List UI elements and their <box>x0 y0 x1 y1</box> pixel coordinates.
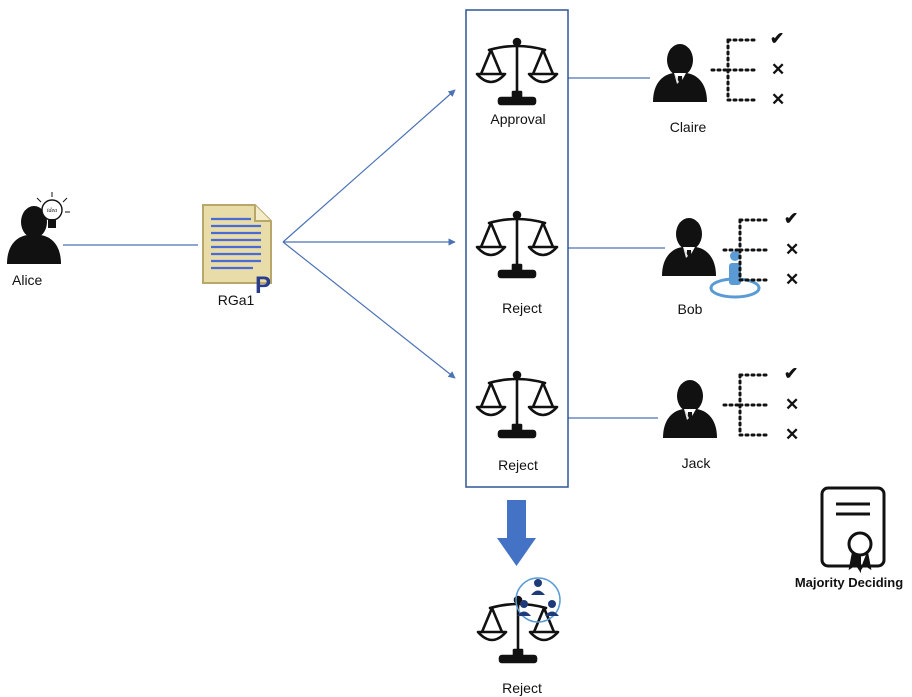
claire-cross-mark-1: ✕ <box>771 60 786 79</box>
jack-cross-mark-1: ✕ <box>785 395 800 414</box>
bob-cross-mark-1: ✕ <box>785 240 800 259</box>
document-icon: P <box>202 204 272 299</box>
bob-check-mark: ✔ <box>784 209 799 228</box>
bob-label: Bob <box>677 301 703 317</box>
document-label: RGa1 <box>217 292 255 308</box>
result-scale-icon <box>476 595 560 664</box>
claire-person-icon <box>653 44 707 102</box>
verdict-box <box>465 9 569 488</box>
claire-label: Claire <box>669 119 707 135</box>
claire-checklist <box>710 38 758 102</box>
connector-lines <box>63 77 665 419</box>
result-verdict-label: Reject <box>502 680 542 696</box>
group-icon <box>515 577 561 623</box>
jack-checklist <box>722 373 770 437</box>
bob-cross-mark-2: ✕ <box>785 270 800 289</box>
certificate-label: Majority Deciding <box>794 575 904 590</box>
document-to-approval-arrow <box>282 89 456 243</box>
approval-scale-icon <box>475 37 559 106</box>
jack-cross-mark-2: ✕ <box>785 425 800 444</box>
certificate-icon <box>820 486 886 574</box>
jack-person-icon <box>663 380 717 438</box>
alice-label: Alice <box>12 272 43 288</box>
document-badge: P <box>255 272 271 299</box>
lightbulb-icon: idea <box>34 192 70 228</box>
reject-verdict-label-2: Reject <box>498 457 538 473</box>
jack-check-mark: ✔ <box>784 364 799 383</box>
reject-scale-icon <box>475 210 559 279</box>
approval-verdict-label: Approval <box>490 111 546 127</box>
down-arrow-icon <box>497 500 536 566</box>
delegate-icon <box>709 251 761 299</box>
lightbulb-text: idea <box>47 208 57 214</box>
reject-scale-icon-2 <box>475 370 559 439</box>
bob-person-icon <box>662 218 716 276</box>
reject-verdict-label: Reject <box>502 300 542 316</box>
claire-cross-mark-2: ✕ <box>771 90 786 109</box>
claire-check-mark: ✔ <box>770 29 785 48</box>
jack-label: Jack <box>681 455 711 471</box>
document-to-reject2-arrow <box>282 241 456 379</box>
